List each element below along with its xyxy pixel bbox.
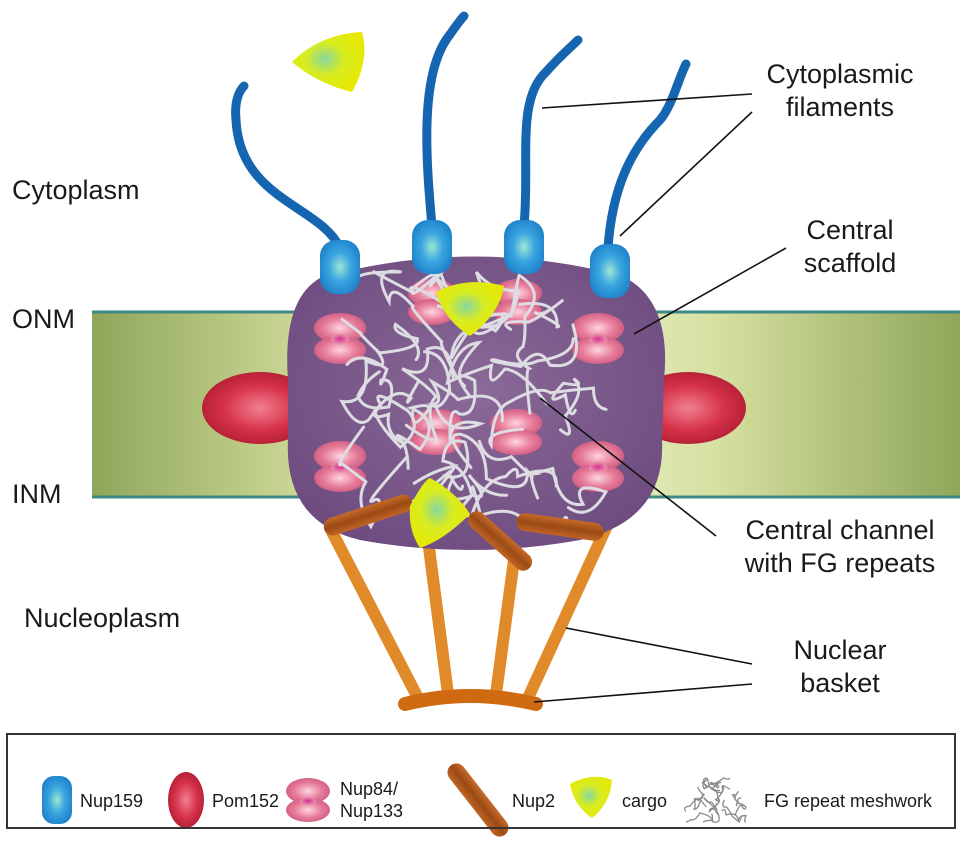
central-channel-label: Central channel with FG repeats — [722, 514, 958, 580]
onm-label: ONM — [12, 303, 75, 336]
legend-nup159-label: Nup159 — [80, 790, 143, 812]
callout-line-1: Nuclear — [770, 634, 910, 667]
legend-nup2-label: Nup2 — [512, 790, 555, 812]
legend-nup84-line-1: Nup84/ — [340, 778, 403, 800]
callout-line-1: Central — [780, 214, 920, 247]
legend-nup84-label: Nup84/ Nup133 — [340, 778, 403, 822]
central-scaffold-label: Central scaffold — [780, 214, 920, 280]
cytoplasm-label: Cytoplasm — [12, 174, 140, 207]
callout-line-2: scaffold — [780, 247, 920, 280]
callout-line-1: Cytoplasmic — [740, 58, 940, 91]
cytoplasmic-filaments — [236, 16, 686, 248]
legend-cargo-label: cargo — [622, 790, 667, 812]
callout-line-1: Central channel — [722, 514, 958, 547]
basket-ring — [405, 696, 536, 704]
nuclear-basket — [330, 528, 606, 698]
callout-line-2: with FG repeats — [722, 547, 958, 580]
cytoplasmic-filaments-label: Cytoplasmic filaments — [740, 58, 940, 124]
legend-fg-meshwork-label: FG repeat meshwork — [764, 790, 932, 812]
callout-line-2: basket — [770, 667, 910, 700]
legend-pom152-label: Pom152 — [212, 790, 279, 812]
inm-label: INM — [12, 478, 62, 511]
callout-line-2: filaments — [740, 91, 940, 124]
legend-nup84-line-2: Nup133 — [340, 800, 403, 822]
nucleoplasm-label: Nucleoplasm — [24, 602, 180, 635]
nuclear-basket-label: Nuclear basket — [770, 634, 910, 700]
legend — [6, 733, 956, 829]
